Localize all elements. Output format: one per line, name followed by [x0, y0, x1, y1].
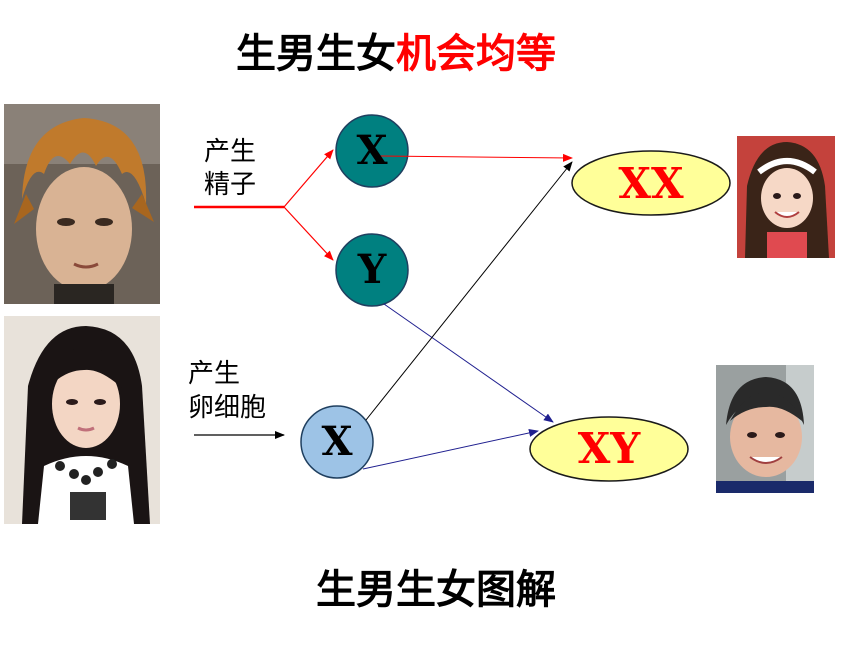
male-to-y-arrow: [283, 206, 334, 261]
male-label-line1: 产生: [204, 137, 257, 167]
male-to-x-arrow: [283, 149, 334, 208]
female-label-line1: 产生: [188, 359, 241, 389]
sperm-y-label: Y: [357, 246, 387, 293]
y-to-xy-line: [383, 303, 554, 423]
diagram-caption: 生男生女图解: [316, 567, 556, 613]
egg-to-xx-line: [365, 161, 573, 421]
egg-x-node: [300, 405, 374, 479]
x-to-xx-line: [375, 153, 573, 162]
egg-to-xy-line: [362, 429, 539, 470]
female-label-line2: 卵细胞: [188, 393, 267, 423]
title-main: 生男生女: [236, 31, 396, 77]
man-photo: [4, 104, 160, 304]
male-label-line2: 精子: [204, 170, 257, 200]
egg-x-label: X: [321, 418, 353, 465]
boy-photo: [716, 365, 814, 493]
sperm-y-node: [335, 233, 409, 307]
result-xy-node: [529, 416, 689, 482]
woman-photo: [4, 316, 160, 524]
result-xy-label: XY: [577, 424, 641, 473]
sperm-x-label: X: [356, 127, 388, 174]
result-xx-label: XX: [618, 159, 684, 208]
page-title: 生男生女机会均等: [236, 26, 636, 82]
title-highlight: 机会均等: [396, 31, 556, 77]
girl-photo: [737, 136, 835, 258]
result-xx-node: [571, 150, 731, 216]
sperm-x-node: [335, 114, 409, 188]
